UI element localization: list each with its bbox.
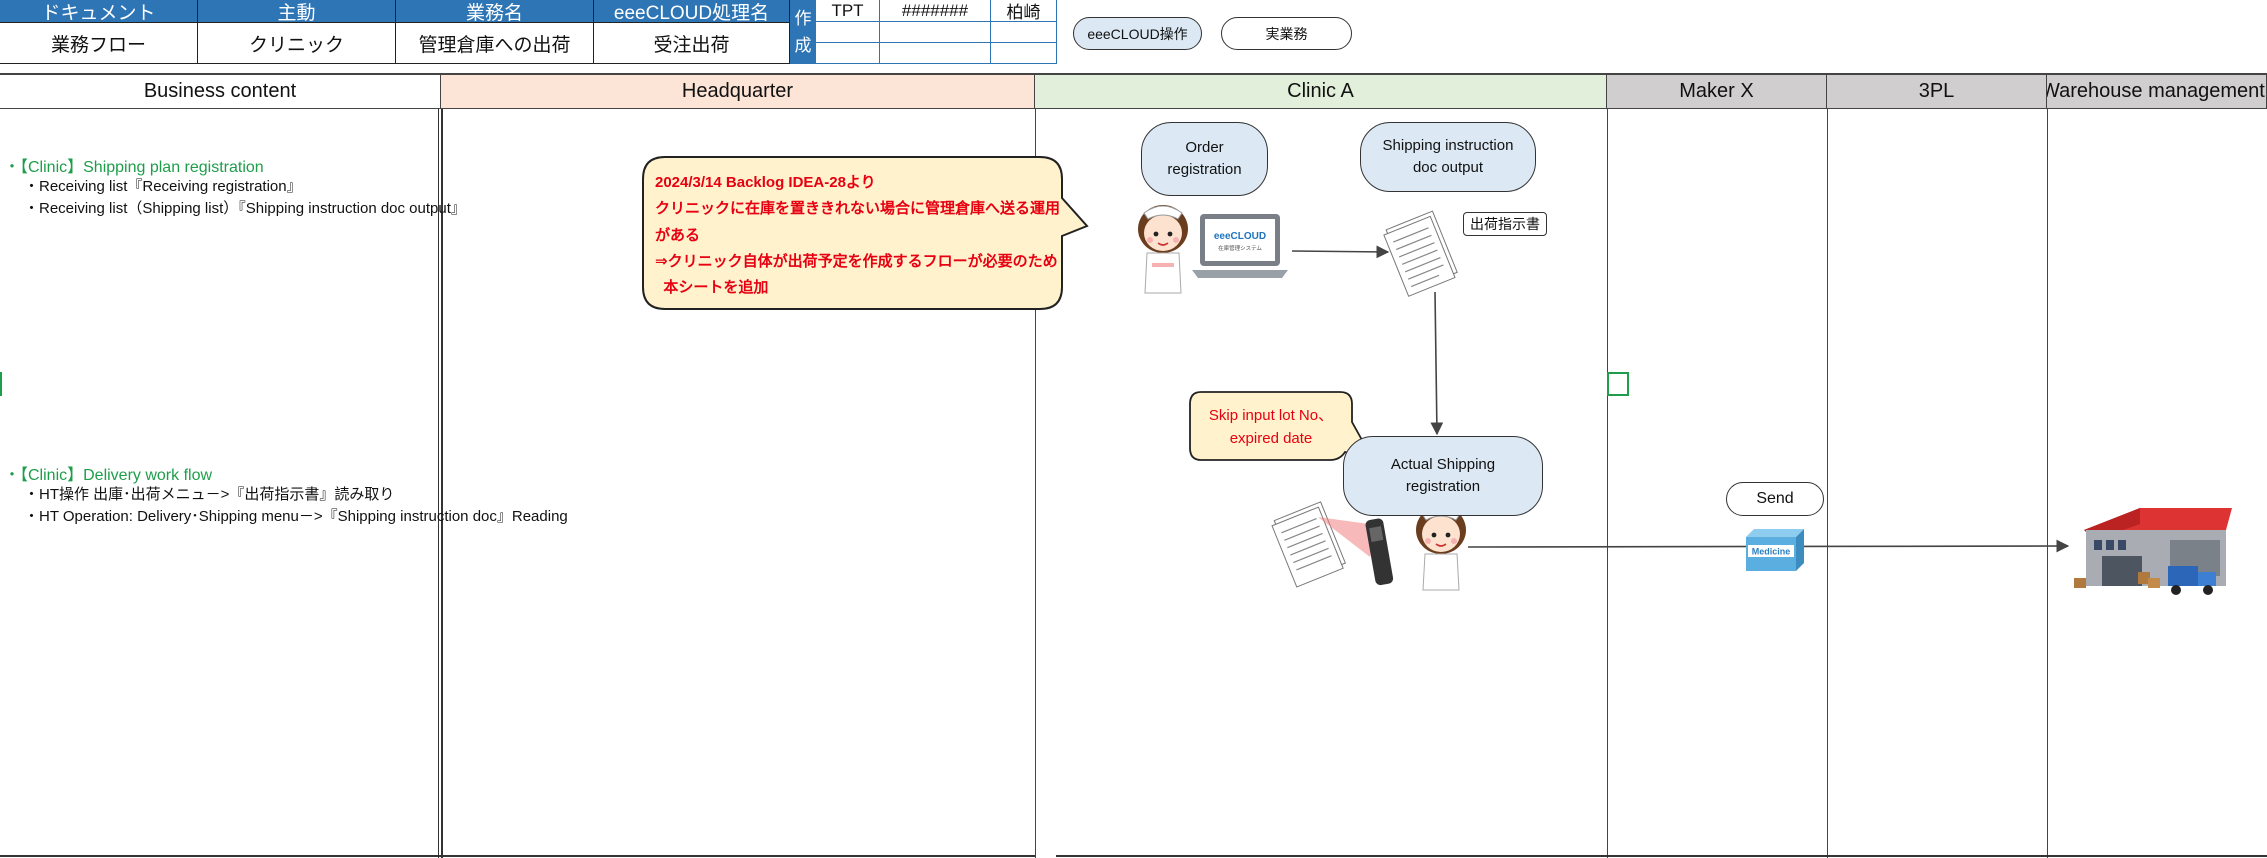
medicine-box-label: Medicine — [1752, 547, 1791, 557]
author-label: 作 成 — [790, 0, 816, 64]
cell-business-name[interactable]: 管理倉庫への出荷 — [396, 22, 594, 64]
document-illustration — [1383, 210, 1458, 297]
shipping-instruction-output-node[interactable]: Shipping instruction doc output — [1360, 122, 1536, 192]
plan-registration-line: ・Receiving list（Shipping list）『Shipping … — [24, 200, 466, 217]
lane-header-headquarter: Headquarter — [441, 73, 1035, 109]
backlog-note-line: 2024/3/14 Backlog IDEA-28より — [655, 174, 876, 191]
backlog-note-line: ⇒クリニック自体が出荷予定を作成するフローが必要のため — [655, 252, 1058, 270]
plan-registration-line: ・Receiving list『Receiving registration』 — [24, 178, 302, 195]
cell-document[interactable]: 業務フロー — [0, 22, 198, 64]
cell-empty[interactable] — [880, 43, 991, 64]
lane-header-warehouse-management: Warehouse management — [2047, 73, 2267, 109]
backlog-note: 2024/3/14 Backlog IDEA-28より クリニックに在庫を置きき… — [655, 170, 1060, 301]
cell-process-name[interactable]: 受注出荷 — [594, 22, 790, 64]
header-owner: 主動 — [198, 0, 396, 24]
scanning-illustration — [1271, 501, 1394, 588]
order-registration-node[interactable]: Order registration — [1141, 122, 1268, 196]
backlog-note-line: クリニックに在庫を置ききれない場合に管理倉庫へ送る運用がある — [655, 200, 1061, 244]
arrow-document-to-actual — [1430, 291, 1444, 436]
lane-divider — [1827, 109, 1828, 858]
lane-divider — [1607, 109, 1608, 858]
lane-header-maker-x: Maker X — [1607, 73, 1827, 109]
lane-header-business-content: Business content — [0, 73, 441, 109]
laptop-illustration: eeeCLOUD 在庫管理システム — [1192, 214, 1288, 278]
arrow-laptop-to-document — [1291, 245, 1390, 259]
cell-date[interactable]: ####### — [880, 0, 991, 22]
backlog-callout-shape — [642, 156, 1089, 310]
warehouse-illustration — [2074, 508, 2232, 595]
legend-actual-work: 実業務 — [1221, 17, 1352, 50]
bottom-border — [1056, 855, 2267, 857]
laptop-logo: eeeCLOUD — [1214, 231, 1266, 242]
author-label-char: 成 — [794, 36, 812, 55]
skip-callout-shape — [1189, 391, 1374, 461]
cell-empty[interactable] — [816, 22, 880, 43]
delivery-workflow-line: ・HT Operation: Delivery･Shipping menu－>『… — [24, 508, 568, 525]
nurse-illustration — [1416, 506, 1466, 591]
skip-input-note: Skip input lot No、expired date — [1208, 407, 1334, 447]
nurse-illustration — [1138, 205, 1188, 294]
lane-header-warehouse-label: Warehouse management — [2047, 80, 2265, 102]
legend-eeecloud-operation: eeeCLOUD操作 — [1073, 17, 1202, 50]
plan-registration-title: ・【Clinic】Shipping plan registration — [4, 159, 264, 176]
selected-cell[interactable] — [1607, 372, 1629, 396]
header-document: ドキュメント — [0, 0, 198, 24]
lane-divider — [438, 109, 439, 858]
lane-divider — [1035, 109, 1036, 858]
lane-divider — [441, 109, 443, 858]
bottom-border — [0, 855, 1035, 857]
header-business-name: 業務名 — [396, 0, 594, 24]
selected-cell-edge — [0, 372, 2, 396]
lane-header-clinic-a: Clinic A — [1035, 73, 1607, 109]
delivery-workflow-line: ・HT操作 出庫･出荷メニュ－>『出荷指示書』読み取り — [24, 486, 395, 503]
cell-empty[interactable] — [991, 22, 1057, 43]
send-label: Send — [1726, 482, 1824, 516]
lane-divider — [2047, 109, 2048, 858]
backlog-note-line: 本シートを追加 — [655, 279, 769, 296]
cell-approver[interactable]: 柏崎 — [991, 0, 1057, 22]
medicine-box-illustration: Medicine — [1746, 529, 1804, 571]
delivery-workflow-title: ・【Clinic】Delivery work flow — [4, 467, 213, 484]
shipping-instruction-doc-tag: 出荷指示書 — [1463, 212, 1547, 236]
cell-owner[interactable]: クリニック — [198, 22, 396, 64]
laptop-sub: 在庫管理システム — [1218, 244, 1262, 252]
cell-empty[interactable] — [880, 22, 991, 43]
actual-shipping-registration-node[interactable]: Actual Shipping registration — [1343, 436, 1543, 516]
cell-empty[interactable] — [816, 43, 880, 64]
cell-empty[interactable] — [991, 43, 1057, 64]
lane-header-3pl: 3PL — [1827, 73, 2047, 109]
header-process-name: eeeCLOUD処理名 — [594, 0, 790, 24]
author-label-char: 作 — [794, 8, 812, 28]
cell-author[interactable]: TPT — [816, 0, 880, 22]
